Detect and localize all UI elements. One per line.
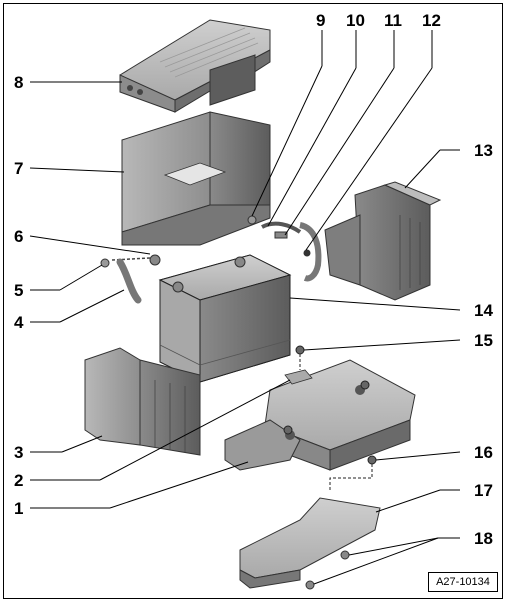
leader-lines <box>29 30 461 585</box>
insulation-jacket <box>121 111 271 246</box>
callout-10: 10 <box>346 11 365 30</box>
callout-labels: 8 7 6 5 4 3 2 1 9 10 11 12 13 14 15 16 1… <box>14 11 493 548</box>
callout-3: 3 <box>14 443 23 462</box>
callout-11: 11 <box>384 11 402 30</box>
callout-18: 18 <box>474 529 493 548</box>
battery-tray <box>224 359 416 471</box>
bolts <box>283 345 377 490</box>
callout-12: 12 <box>422 11 441 30</box>
callout-2: 2 <box>14 471 23 490</box>
callout-5: 5 <box>14 281 23 300</box>
tray-side-right <box>324 181 442 301</box>
lower-bracket <box>239 497 381 590</box>
battery-cover <box>119 19 271 113</box>
callout-16: 16 <box>474 443 493 462</box>
battery <box>158 254 292 383</box>
small-parts-4-6 <box>100 254 161 304</box>
figure-reference-label: A27-10134 <box>428 572 498 592</box>
tray-side-left <box>84 347 201 456</box>
callout-14: 14 <box>474 301 493 320</box>
callout-1: 1 <box>14 499 23 518</box>
callout-8: 8 <box>14 73 23 92</box>
small-parts-9-12 <box>247 215 322 282</box>
callout-15: 15 <box>474 331 493 350</box>
callout-4: 4 <box>14 313 24 332</box>
callout-9: 9 <box>316 11 325 30</box>
callout-13: 13 <box>474 141 493 160</box>
callout-6: 6 <box>14 227 23 246</box>
callout-17: 17 <box>474 481 493 500</box>
callout-7: 7 <box>14 159 23 178</box>
